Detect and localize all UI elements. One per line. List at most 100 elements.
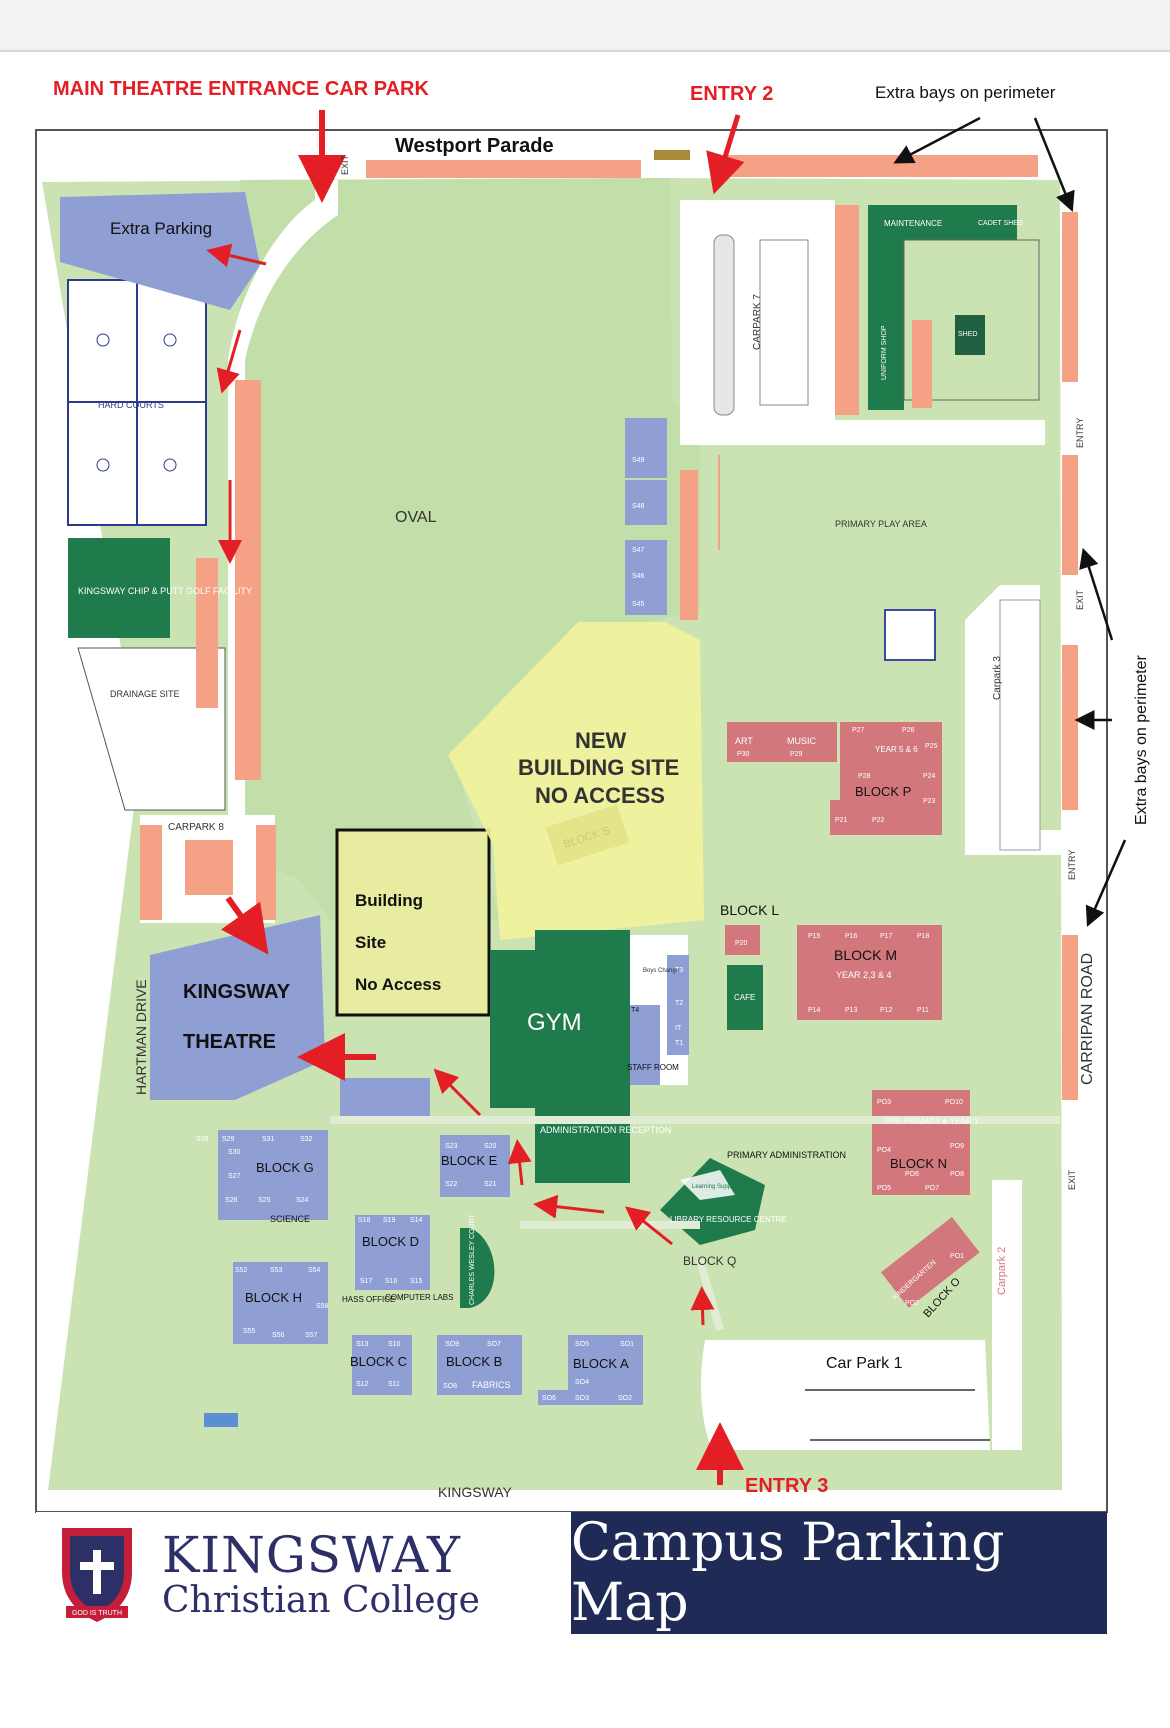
room-s46: S46: [632, 573, 645, 580]
building-site-line1: Building: [355, 891, 423, 910]
room-p11: P11: [917, 1007, 929, 1014]
block-q-label: BLOCK Q: [683, 1254, 736, 1268]
new-building-line3: NO ACCESS: [535, 783, 665, 808]
top-perimeter-bays: [728, 155, 1038, 177]
room-it: IT: [675, 1025, 682, 1032]
room-s30: S30: [228, 1149, 241, 1156]
block-g-label: BLOCK G: [256, 1160, 314, 1175]
block-l-label: BLOCK L: [720, 902, 779, 918]
staff-room-label: STAFF ROOM: [627, 1063, 679, 1072]
room-s45: S45: [632, 601, 645, 608]
college-name: KINGSWAY: [162, 1526, 462, 1584]
block-c-label: BLOCK C: [350, 1354, 407, 1369]
entry3-label: ENTRY 3: [745, 1475, 828, 1497]
computer-labs-label: COMPUTER LABS: [385, 1293, 453, 1302]
room-po10: PO10: [945, 1099, 963, 1106]
hard-courts-label: HARD COURTS: [98, 400, 164, 410]
extra-bays-right-label: Extra bays on perimeter: [1133, 654, 1150, 825]
extra-bays-top-label: Extra bays on perimeter: [875, 83, 1056, 102]
browser-top-bar: [0, 0, 1170, 52]
boys-toilet-label: Boys Toilet: [643, 948, 672, 954]
room-s02: SO2: [618, 1395, 632, 1402]
art-label: ART: [735, 736, 753, 746]
room-p24: P24: [923, 773, 936, 780]
entry2-label: ENTRY 2: [690, 83, 773, 105]
room-s10: S10: [388, 1341, 401, 1348]
westport-parking-strip: [366, 160, 641, 178]
room-p15: P15: [808, 933, 821, 940]
room-s21: S21: [484, 1181, 497, 1188]
entry-label-carpark3: ENTRY: [1067, 850, 1077, 880]
shed-label: SHED: [958, 331, 977, 338]
hartman-drive-label: HARTMAN DRIVE: [133, 979, 149, 1095]
primary-play-area: [720, 455, 1060, 575]
room-s25: S25: [258, 1197, 271, 1204]
block-e: [440, 1135, 510, 1197]
admin-reception-label: ADMINISTRATION RECEPTION: [540, 1125, 671, 1135]
cadet-shed-label: CADET SHED: [978, 220, 1023, 227]
room-p16: P16: [845, 933, 858, 940]
theatre-annex: [340, 1078, 430, 1116]
primary-play-label: PRIMARY PLAY AREA: [835, 519, 927, 529]
drainage-label: DRAINAGE SITE: [110, 689, 180, 699]
carripan-road-label: CARRIPAN ROAD: [1079, 953, 1096, 1085]
room-s17: S17: [360, 1278, 373, 1285]
block-a-label: BLOCK A: [573, 1356, 629, 1371]
cadet-shed: [975, 205, 1017, 240]
room-p25: P25: [925, 743, 938, 750]
kingsway-theatre-building: [150, 915, 325, 1100]
room-p28: P28: [858, 773, 871, 780]
room-p14: P14: [808, 1007, 821, 1014]
carpark7-median: [713, 234, 735, 416]
room-po3: PO3: [877, 1099, 891, 1106]
room-s16: S16: [385, 1278, 398, 1285]
block-b-label: BLOCK B: [446, 1354, 502, 1369]
room-s23: S23: [445, 1143, 458, 1150]
room-s31: S31: [262, 1136, 275, 1143]
room-s58: S58: [316, 1303, 329, 1310]
golf-side-bays: [196, 558, 218, 708]
building-site-box: [335, 828, 491, 1017]
library-label: LIBRARY RESOURCE CENTRE: [670, 1215, 787, 1224]
room-s14: S14: [410, 1217, 423, 1224]
right-bays-2: [1062, 455, 1078, 575]
carpark8-label: CARPARK 8: [168, 822, 224, 833]
room-s07: SO7: [487, 1341, 501, 1348]
room-s08: SO8: [443, 1383, 457, 1390]
maintenance-building: [868, 205, 975, 410]
main-theatre-entrance-label: MAIN THEATRE ENTRANCE CAR PARK: [53, 78, 429, 100]
extra-parking-area: [60, 192, 260, 310]
golf-label: KINGSWAY CHIP & PUTT GOLF FACILITY: [78, 586, 252, 596]
room-p18: P18: [917, 933, 930, 940]
room-s24: S24: [296, 1197, 309, 1204]
arrow-entry2: [706, 114, 745, 195]
exit-label-top: EXIT: [340, 154, 350, 175]
oval-right-bays: [680, 470, 698, 620]
room-s29: S29: [222, 1136, 235, 1143]
extra-parking-label: Extra Parking: [110, 219, 212, 238]
room-t4: T4: [631, 1007, 639, 1014]
room-p30: P30: [737, 751, 750, 758]
westport-parade-label: Westport Parade: [395, 135, 554, 157]
room-s09: SO9: [445, 1341, 459, 1348]
room-s13: S13: [356, 1341, 369, 1348]
shed-building: [955, 315, 985, 355]
room-s27: S27: [228, 1173, 241, 1180]
oval-label: OVAL: [395, 509, 437, 526]
theatre-line2: THEATRE: [183, 1031, 276, 1053]
charles-wesley-label: CHARLES WESLEY COURT: [469, 1214, 476, 1305]
carpark3-label: Carpark 3: [992, 656, 1003, 700]
carpark7-label: CARPARK 7: [752, 294, 763, 350]
room-p20: P20: [735, 940, 748, 947]
maintenance-label: MAINTENANCE: [884, 219, 942, 228]
block-c: [352, 1335, 412, 1395]
room-s12: S12: [356, 1381, 369, 1388]
map-title-panel: Campus Parking Map: [571, 1512, 1107, 1634]
primary-admin-label: PRIMARY ADMINISTRATION: [727, 1150, 846, 1160]
car-park-1-area: [700, 1340, 990, 1450]
cafe-label: CAFE: [734, 993, 755, 1002]
room-s26: S26: [225, 1197, 238, 1204]
room-t2: T2: [675, 1000, 683, 1007]
carpark3-bays: [999, 599, 1041, 851]
